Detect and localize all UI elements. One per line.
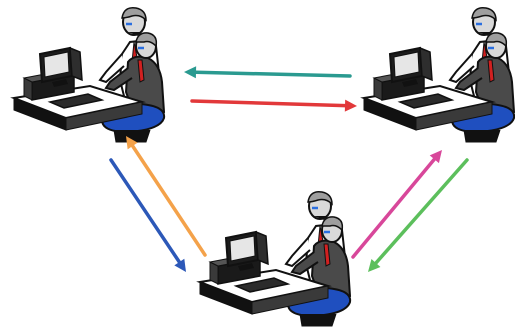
arrow-bottom-to-top-left-shaft bbox=[133, 146, 205, 255]
arrow-top-right-to-top-left-head bbox=[184, 66, 196, 78]
workstation-bottom bbox=[200, 192, 350, 326]
arrow-top-left-to-top-right-shaft bbox=[192, 101, 345, 106]
arrow-top-left-to-bottom-shaft bbox=[111, 160, 179, 262]
workstation-top-right bbox=[364, 8, 514, 142]
arrow-top-right-to-top-left-shaft bbox=[196, 72, 350, 76]
arrow-top-left-to-top-right-head bbox=[345, 100, 357, 112]
workstation-top-left bbox=[14, 8, 164, 142]
